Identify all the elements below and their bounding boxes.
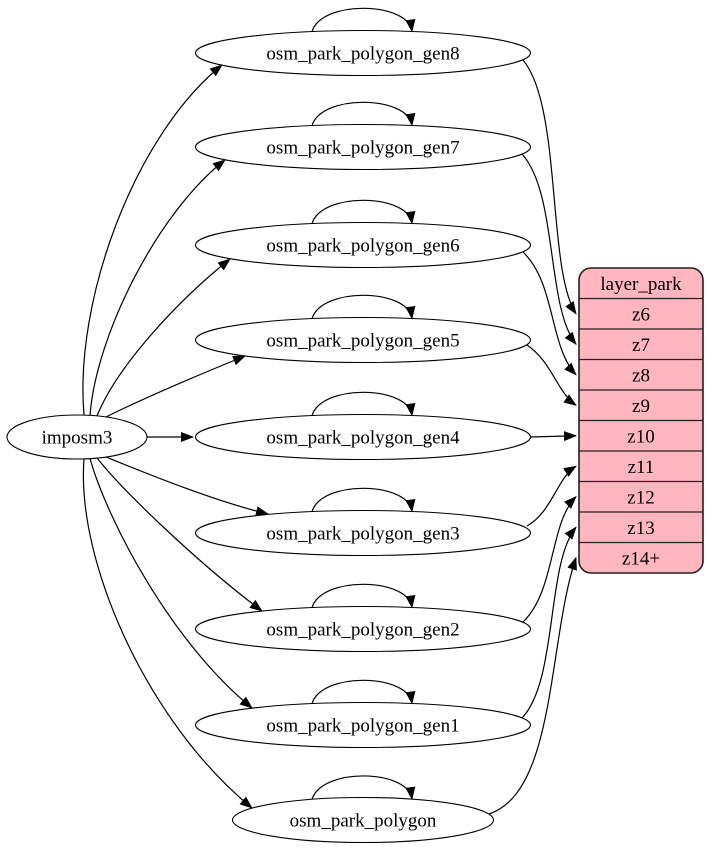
edge-osm_park_polygon_gen4-to-z10 xyxy=(530,431,577,442)
edge-imposm3-to-osm_park_polygon xyxy=(82,458,253,809)
node-osm_park_polygon_gen6: osm_park_polygon_gen6 xyxy=(194,221,532,269)
edge-osm_park_polygon_gen2-to-z12 xyxy=(522,496,577,623)
edge-osm_park_polygon_gen8-to-z6 xyxy=(522,59,577,315)
node-shape-osm_park_polygon_gen5 xyxy=(194,316,532,364)
table-row-z11: z11 xyxy=(628,457,655,478)
table-row-z10: z10 xyxy=(627,426,654,447)
node-label-imposm3: imposm3 xyxy=(42,428,113,449)
self-loop-osm_park_polygon_gen1 xyxy=(311,679,416,705)
self-loop-osm_park_polygon_gen2 xyxy=(311,583,416,609)
edge-osm_park_polygon_gen1-to-z13 xyxy=(521,526,577,719)
node-shape-osm_park_polygon_gen2 xyxy=(194,605,532,653)
node-shape-osm_park_polygon_gen6 xyxy=(194,221,532,269)
table-row-z7: z7 xyxy=(632,335,650,356)
table-title: layer_park xyxy=(600,274,682,295)
self-loop-osm_park_polygon_gen3 xyxy=(311,487,416,513)
self-loop-osm_park_polygon_gen5 xyxy=(311,294,416,320)
edge-imposm3-to-osm_park_polygon_gen7 xyxy=(89,159,226,416)
edge-imposm3-to-osm_park_polygon_gen6 xyxy=(96,258,231,417)
node-label-osm_park_polygon_gen8: osm_park_polygon_gen8 xyxy=(266,44,459,65)
edge-osm_park_polygon-to-z14+ xyxy=(488,556,577,815)
node-shape-osm_park_polygon_gen3 xyxy=(194,509,532,557)
self-loop-osm_park_polygon_gen6 xyxy=(311,199,416,225)
table-row-z8: z8 xyxy=(632,365,650,386)
node-osm_park_polygon_gen3: osm_park_polygon_gen3 xyxy=(194,509,532,557)
edge-osm_park_polygon_gen7-to-z7 xyxy=(521,153,577,346)
node-shape-osm_park_polygon xyxy=(231,796,495,844)
table-row-z9: z9 xyxy=(632,396,650,417)
table-row-z14+: z14+ xyxy=(622,548,660,569)
node-osm_park_polygon: osm_park_polygon xyxy=(231,796,495,844)
table-layer_park: layer_park z6 z7 z8 z9 z10 z11 z12 z13 z14+ xyxy=(578,267,704,574)
node-label-osm_park_polygon_gen5: osm_park_polygon_gen5 xyxy=(266,331,459,352)
edge-imposm3-to-osm_park_polygon_gen3 xyxy=(105,456,269,517)
node-label-osm_park_polygon_gen4: osm_park_polygon_gen4 xyxy=(266,428,460,449)
node-label-osm_park_polygon_gen1: osm_park_polygon_gen1 xyxy=(266,716,459,737)
node-imposm3: imposm3 xyxy=(6,414,148,460)
node-shape-osm_park_polygon_gen7 xyxy=(194,123,532,171)
self-loop-osm_park_polygon_gen4 xyxy=(311,391,416,417)
node-shape-osm_park_polygon_gen1 xyxy=(194,701,532,749)
table-row-z12: z12 xyxy=(627,487,654,508)
table-row-z13: z13 xyxy=(627,518,654,539)
node-label-osm_park_polygon_gen7: osm_park_polygon_gen7 xyxy=(266,138,459,159)
node-label-osm_park_polygon_gen6: osm_park_polygon_gen6 xyxy=(266,236,459,257)
edge-imposm3-to-osm_park_polygon_gen5 xyxy=(105,355,246,418)
table-row-z6: z6 xyxy=(632,304,650,325)
node-shape-osm_park_polygon_gen8 xyxy=(194,29,532,77)
edge-imposm3-to-osm_park_polygon_gen8 xyxy=(82,64,223,416)
node-osm_park_polygon_gen5: osm_park_polygon_gen5 xyxy=(194,316,532,364)
node-osm_park_polygon_gen8: osm_park_polygon_gen8 xyxy=(194,29,532,77)
node-osm_park_polygon_gen2: osm_park_polygon_gen2 xyxy=(194,605,532,653)
edge-osm_park_polygon_gen5-to-z9 xyxy=(526,344,577,406)
self-loop-osm_park_polygon xyxy=(311,775,416,801)
node-osm_park_polygon_gen1: osm_park_polygon_gen1 xyxy=(194,701,532,749)
self-loop-osm_park_polygon_gen8 xyxy=(311,7,416,33)
edge-imposm3-to-osm_park_polygon_gen1 xyxy=(89,458,253,709)
node-label-osm_park_polygon: osm_park_polygon xyxy=(290,811,437,832)
edge-osm_park_polygon_gen3-to-z11 xyxy=(526,465,577,527)
node-osm_park_polygon_gen4: osm_park_polygon_gen4 xyxy=(194,413,532,461)
node-osm_park_polygon_gen7: osm_park_polygon_gen7 xyxy=(194,123,532,171)
node-label-osm_park_polygon_gen2: osm_park_polygon_gen2 xyxy=(266,620,459,641)
self-loop-osm_park_polygon_gen7 xyxy=(311,101,416,127)
node-label-osm_park_polygon_gen3: osm_park_polygon_gen3 xyxy=(266,524,459,545)
edge-imposm3-to-osm_park_polygon_gen2 xyxy=(96,457,263,612)
edge-osm_park_polygon_gen6-to-z8 xyxy=(522,251,577,376)
